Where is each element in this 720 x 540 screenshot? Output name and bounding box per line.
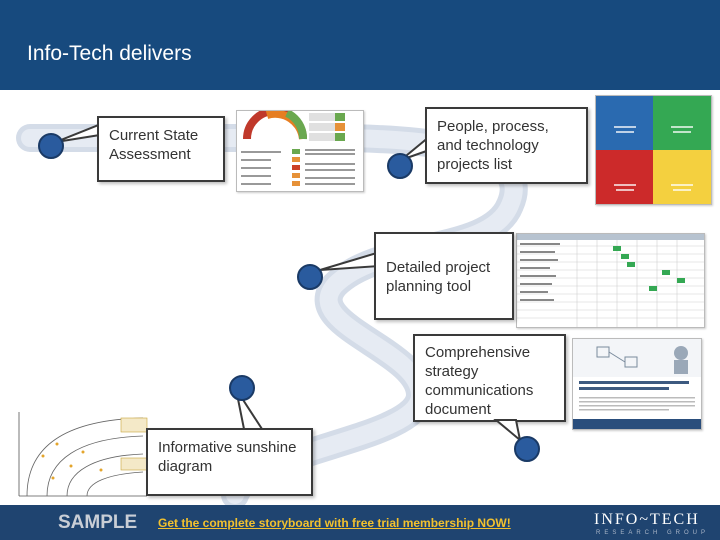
callout-detailed-plan: Detailed project planning tool (374, 232, 514, 320)
current-state-thumbnail (236, 110, 364, 192)
slide-header: Info-Tech delivers (0, 0, 720, 90)
strategy-document-thumbnail (572, 338, 702, 430)
callout-strategy-doc-pointer (493, 419, 522, 443)
priority-quadrant-thumbnail (595, 95, 712, 205)
map-pin-sunshine[interactable] (229, 375, 255, 401)
slide-footer: SAMPLE Get the complete storyboard with … (0, 505, 720, 540)
info-tech-logo: INFO~TECH (594, 511, 700, 528)
map-pin-current-state[interactable] (38, 133, 64, 159)
callout-detailed-plan-label: Detailed project planning tool (386, 259, 491, 295)
free-trial-link[interactable]: Get the complete storyboard with free tr… (158, 516, 511, 530)
gantt-planning-thumbnail (516, 233, 705, 328)
callout-current-state: Current State Assessment (97, 116, 225, 182)
map-pin-people-process[interactable] (387, 153, 413, 179)
callout-people-process-label: People, process, and technology projects… (437, 118, 549, 173)
map-pin-strategy-doc[interactable] (514, 436, 540, 462)
map-pin-detailed-plan[interactable] (297, 264, 323, 290)
callout-sunshine-label: Informative sunshine diagram (158, 439, 297, 475)
callout-current-state-label: Current State Assessment (109, 127, 199, 163)
callout-strategy-doc-label: Comprehensive strategy communications do… (425, 344, 534, 418)
info-tech-logo-subtext: RESEARCH GROUP (596, 530, 710, 536)
callout-people-process: People, process, and technology projects… (425, 107, 588, 184)
callout-strategy-doc: Comprehensive strategy communications do… (413, 334, 566, 422)
callout-sunshine: Informative sunshine diagram (146, 428, 313, 496)
page-title: Info-Tech delivers (27, 42, 192, 65)
sample-label: SAMPLE (58, 512, 138, 533)
sunshine-diagram-thumbnail (13, 408, 149, 504)
